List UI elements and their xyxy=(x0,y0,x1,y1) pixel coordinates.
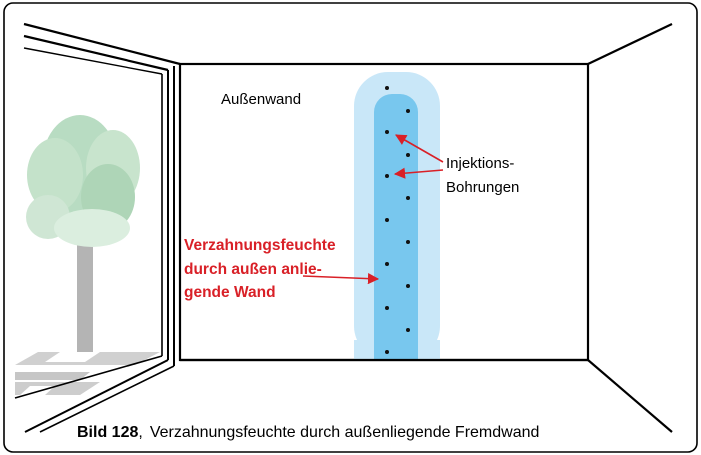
arrow-to-hole-upper xyxy=(395,134,444,163)
moisture-label-line1: Verzahnungsfeuchte xyxy=(184,237,336,254)
injection-holes xyxy=(385,86,410,354)
figure-caption: Bild 128, Verzahnungsfeuchte durch außenl… xyxy=(77,424,539,441)
floor-tiles xyxy=(15,352,160,395)
drill-hole xyxy=(385,130,389,134)
injection-label-line1: Injektions- xyxy=(446,155,514,172)
drill-hole xyxy=(385,350,389,354)
right-wall-edges xyxy=(587,23,673,433)
drill-hole xyxy=(385,86,389,90)
drill-hole xyxy=(406,153,410,157)
caption-number: Bild 128 xyxy=(77,424,138,441)
drill-hole xyxy=(406,284,410,288)
arrows xyxy=(302,134,444,285)
drill-hole xyxy=(406,109,410,113)
arrow-to-moisture-zone xyxy=(302,273,380,285)
moisture-zone-inner xyxy=(374,94,418,360)
caption-separator: , xyxy=(138,424,142,441)
drill-hole xyxy=(406,196,410,200)
tree-trunk xyxy=(77,230,93,355)
moisture-label-line3: gende Wand xyxy=(184,284,276,301)
moisture-label-line2: durch außen anlie- xyxy=(184,261,322,278)
caption-text: Verzahnungsfeuchte durch außenliegende F… xyxy=(150,424,540,441)
window-frame xyxy=(14,22,181,433)
drill-hole xyxy=(385,262,389,266)
drill-hole xyxy=(385,174,389,178)
drill-hole xyxy=(406,240,410,244)
tree-illustration xyxy=(26,115,140,355)
drill-hole xyxy=(385,306,389,310)
wall-label: Außenwand xyxy=(221,91,301,108)
arrow-to-hole-lower xyxy=(393,167,444,179)
injection-label-line2: Bohrungen xyxy=(446,179,519,196)
drill-hole xyxy=(385,218,389,222)
drill-hole xyxy=(406,328,410,332)
figure-border xyxy=(3,2,698,453)
